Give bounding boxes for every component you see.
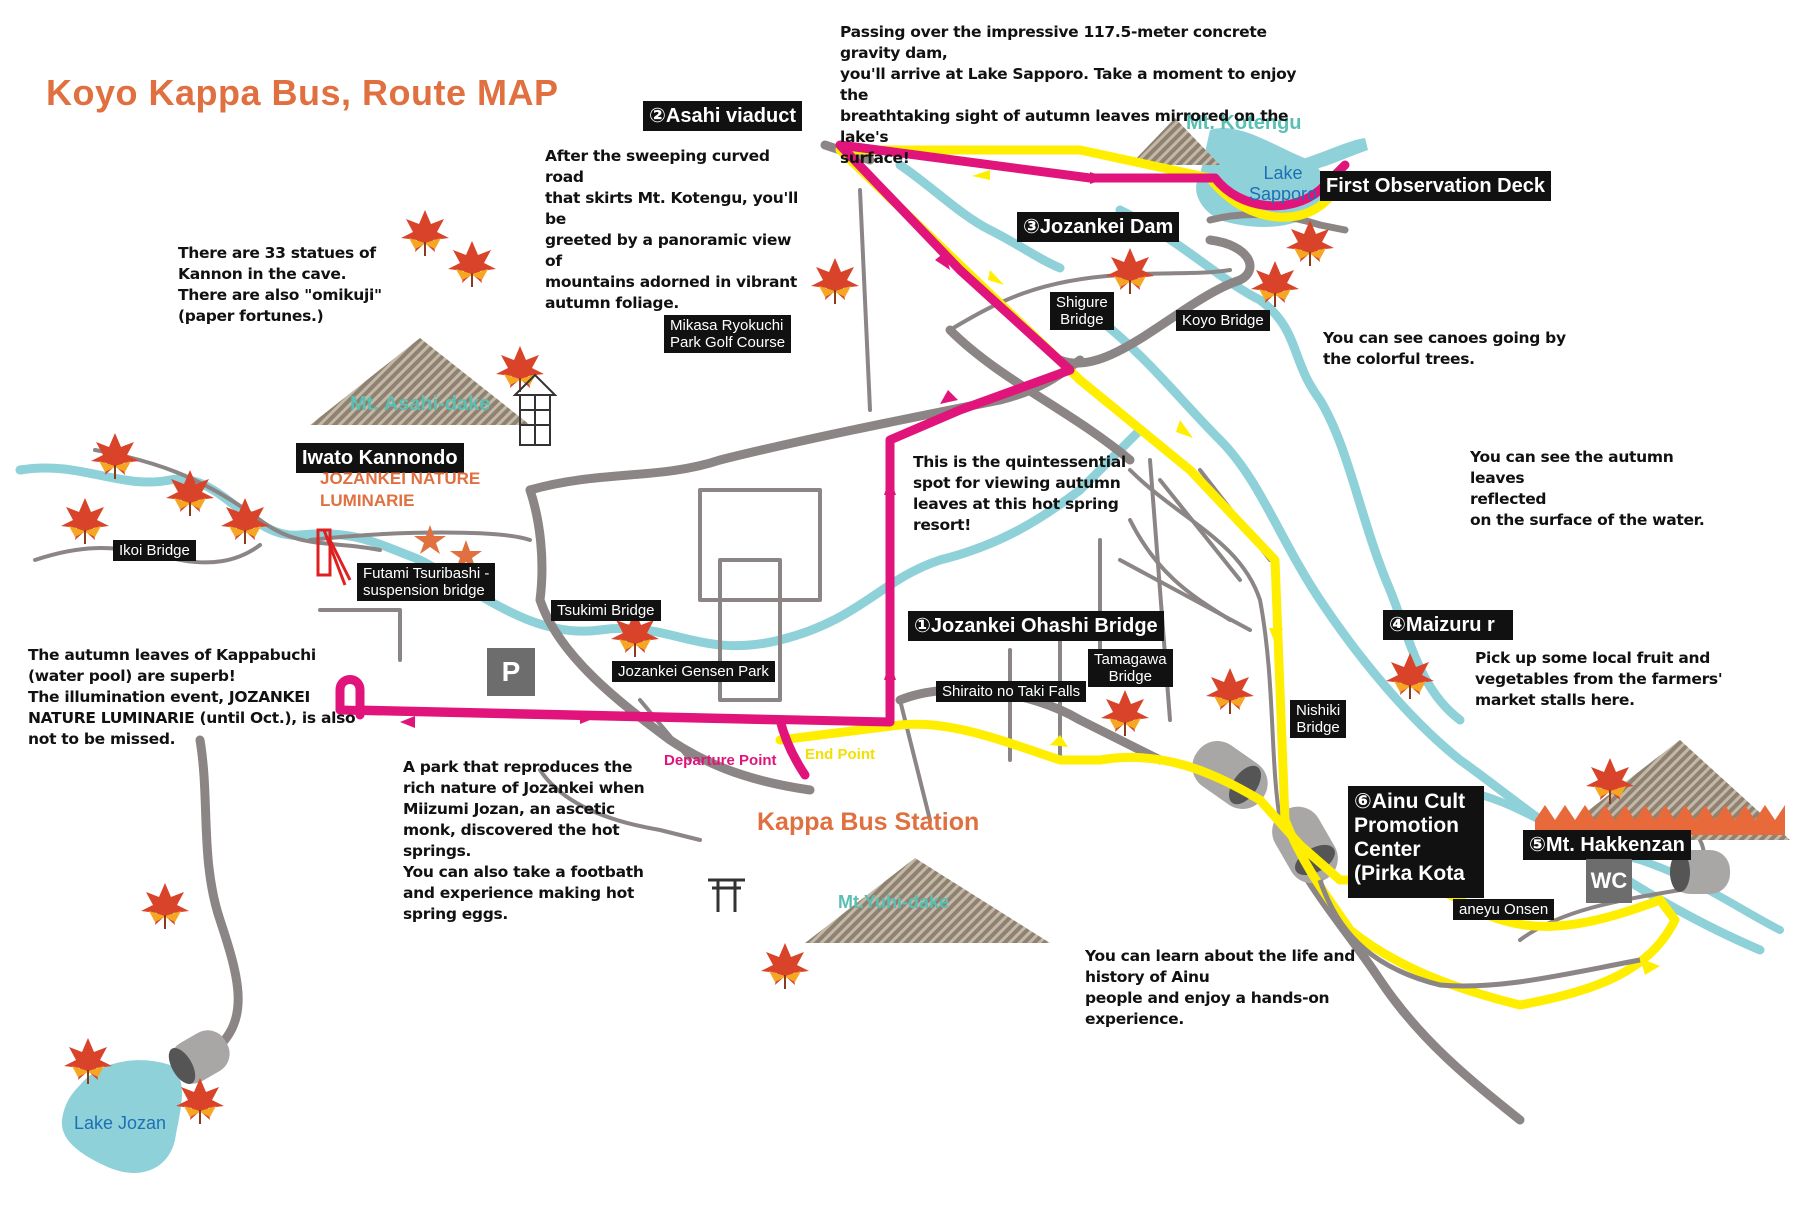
map-title: Koyo Kappa Bus, Route MAP bbox=[46, 72, 559, 113]
mt-asahi-dake-label: Mt. Asahi-dake bbox=[350, 393, 491, 415]
mt-yuhi-dake-label: Mt.Yuhi-dake bbox=[838, 892, 950, 912]
aneyu-onsen-label: aneyu Onsen bbox=[1453, 899, 1555, 920]
first-observation-deck-label[interactable]: First Observation Deck bbox=[1320, 171, 1551, 201]
stop-jozankei-ohashi-bridge[interactable]: ①Jozankei Ohashi Bridge bbox=[908, 611, 1164, 641]
temple-icon bbox=[512, 373, 558, 446]
direction-arrows bbox=[400, 170, 1660, 975]
note-kotengu: After the sweeping curved road that skir… bbox=[545, 147, 798, 312]
koyo-bridge-label: Koyo Bridge bbox=[1176, 310, 1270, 331]
mikasa-park-golf-label: Mikasa Ryokuchi Park Golf Course bbox=[664, 315, 792, 353]
stop-maizuru[interactable]: ④Maizuru r bbox=[1383, 610, 1513, 640]
note-reflection: You can see the autumn leaves reflected … bbox=[1470, 448, 1705, 529]
luminarie-star-icons bbox=[414, 525, 482, 569]
route-magenta bbox=[335, 140, 1350, 780]
note-kannon-cave: There are 33 statues of Kannon in the ca… bbox=[178, 244, 382, 325]
ikoi-bridge-label: Ikoi Bridge bbox=[113, 540, 196, 561]
departure-point-label: Departure Point bbox=[664, 752, 777, 769]
note-ainu-culture: You can learn about the life and history… bbox=[1085, 947, 1355, 1028]
parking-icon: P bbox=[487, 648, 535, 696]
lake-sapporo-label: Lake Sapporo bbox=[1248, 163, 1318, 204]
mt-yuhi-dake-shape bbox=[805, 858, 1050, 943]
iwato-kannondo-label[interactable]: Iwato Kannondo bbox=[296, 443, 464, 473]
shigure-bridge-label: Shigure Bridge bbox=[1050, 292, 1114, 330]
restroom-icon: WC bbox=[1586, 859, 1632, 903]
stop-mt-hakkenzan[interactable]: ⑤Mt. Hakkenzan bbox=[1523, 830, 1691, 860]
suspension-bridge-icon bbox=[316, 528, 352, 586]
lake-jozan-water bbox=[61, 1060, 182, 1173]
lake-jozan-label: Lake Jozan bbox=[73, 1113, 167, 1133]
tamagawa-bridge-label: Tamagawa Bridge bbox=[1088, 649, 1173, 687]
note-hot-spring-resort: This is the quintessential spot for view… bbox=[913, 453, 1126, 534]
stop-asahi-viaduct[interactable]: ②Asahi viaduct bbox=[643, 101, 802, 131]
mt-kotengu-shape bbox=[1130, 118, 1220, 165]
tsukimi-bridge-label: Tsukimi Bridge bbox=[551, 600, 661, 621]
note-kappabuchi: The autumn leaves of Kappabuchi (water p… bbox=[28, 646, 356, 748]
mountains bbox=[310, 118, 1790, 943]
shrine-gate-icon bbox=[708, 878, 745, 912]
mt-asahi-dake-shape bbox=[310, 338, 530, 425]
note-gensen-park: A park that reproduces the rich nature o… bbox=[403, 758, 645, 923]
route-gray-loop bbox=[1317, 879, 1641, 989]
kappa-bus-station-label: Kappa Bus Station bbox=[757, 808, 980, 836]
nishiki-bridge-label: Nishiki Bridge bbox=[1290, 700, 1347, 738]
futami-suspension-bridge-label: Futami Tsuribashi - suspension bridge bbox=[357, 563, 496, 601]
shiraito-falls-label: Shiraito no Taki Falls bbox=[936, 681, 1087, 702]
route-magenta-link bbox=[355, 705, 895, 727]
mt-kotengu-label: Mt. Kotengu bbox=[1186, 112, 1302, 134]
stop-ainu-culture-center[interactable]: ⑥Ainu Cult Promotion Center (Pirka Kota bbox=[1348, 786, 1484, 898]
stop-jozankei-dam[interactable]: ③Jozankei Dam bbox=[1017, 212, 1180, 242]
note-canoes: You can see canoes going by the colorful… bbox=[1323, 329, 1566, 368]
end-point-label: End Point bbox=[805, 746, 875, 763]
luminarie-label: JOZANKEI NATURE LUMINARIE bbox=[320, 469, 481, 510]
jozankei-gensen-park-label: Jozankei Gensen Park bbox=[612, 661, 775, 682]
note-farmers-market: Pick up some local fruit and vegetables … bbox=[1475, 649, 1723, 709]
note-dam: Passing over the impressive 117.5-meter … bbox=[840, 23, 1297, 167]
